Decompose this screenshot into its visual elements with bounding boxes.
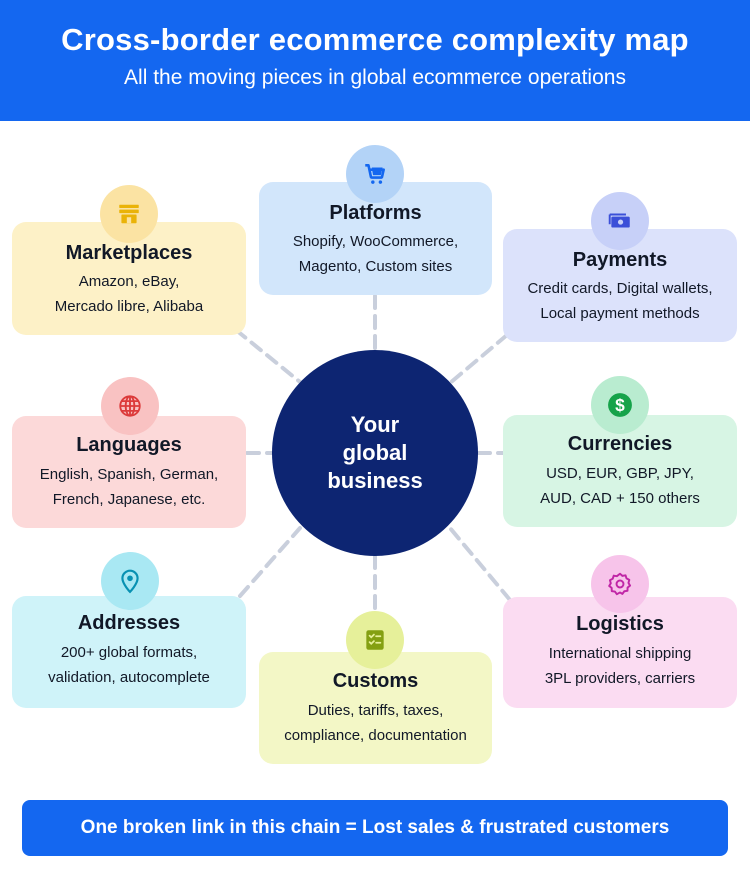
logistics-desc: International shipping 3PL providers, ca…	[544, 645, 696, 687]
footer-text: One broken link in this chain = Lost sal…	[80, 817, 670, 838]
addresses-desc: 200+ global formats, validation, autocom…	[48, 644, 210, 686]
connector-logistics	[448, 526, 512, 602]
page-subtitle: All the moving pieces in global ecommerc…	[124, 66, 626, 89]
connector-payments	[448, 333, 509, 385]
central-node: Your global business	[272, 350, 478, 556]
customs-desc: Duties, tariffs, taxes, compliance, docu…	[284, 702, 467, 744]
languages-card: Languages English, Spanish, German, Fren…	[12, 416, 246, 528]
connector-marketplaces	[234, 328, 302, 384]
currencies-card: Currencies USD, EUR, GBP, JPY, AUD, CAD …	[503, 415, 737, 527]
marketplaces-desc: Amazon, eBay, Mercado libre, Alibaba	[54, 273, 204, 315]
customs-title: Customs	[332, 670, 419, 692]
languages-title: Languages	[76, 434, 182, 456]
gear-badge-icon	[591, 555, 649, 613]
currencies-desc: USD, EUR, GBP, JPY, AUD, CAD + 150 other…	[540, 465, 700, 507]
addresses-card: Addresses 200+ global formats, validatio…	[12, 596, 246, 708]
logistics-title: Logistics	[576, 613, 664, 635]
svg-text:$: $	[615, 395, 625, 415]
banknote-icon	[591, 192, 649, 250]
footer-banner: One broken link in this chain = Lost sal…	[22, 800, 728, 856]
platforms-desc: Shopify, WooCommerce, Magento, Custom si…	[292, 233, 459, 275]
platforms-title: Platforms	[329, 202, 422, 224]
platforms-card: Platforms Shopify, WooCommerce, Magento,…	[259, 182, 492, 295]
payments-desc: Credit cards, Digital wallets, Local pay…	[527, 280, 713, 322]
header-banner: Cross-border ecommerce complexity map Al…	[0, 0, 750, 121]
connector-addresses	[238, 526, 302, 598]
languages-desc: English, Spanish, German, French, Japane…	[39, 466, 219, 508]
dollar-icon: $	[591, 376, 649, 434]
globe-icon	[101, 377, 159, 435]
logistics-card: Logistics International shipping 3PL pro…	[503, 597, 737, 708]
addresses-title: Addresses	[77, 612, 181, 634]
payments-title: Payments	[572, 249, 668, 271]
central-node-line-3: business	[327, 468, 423, 493]
marketplaces-title: Marketplaces	[65, 242, 193, 264]
shopping-cart-icon	[346, 145, 404, 203]
page-title: Cross-border ecommerce complexity map	[61, 22, 689, 57]
checklist-icon	[346, 611, 404, 669]
central-node-line-1: Your	[350, 412, 400, 437]
customs-card: Customs Duties, tariffs, taxes, complian…	[259, 652, 492, 764]
currencies-title: Currencies	[567, 433, 673, 455]
storefront-icon	[100, 185, 158, 243]
central-node-line-2: global	[342, 440, 408, 465]
map-pin-icon	[101, 552, 159, 610]
